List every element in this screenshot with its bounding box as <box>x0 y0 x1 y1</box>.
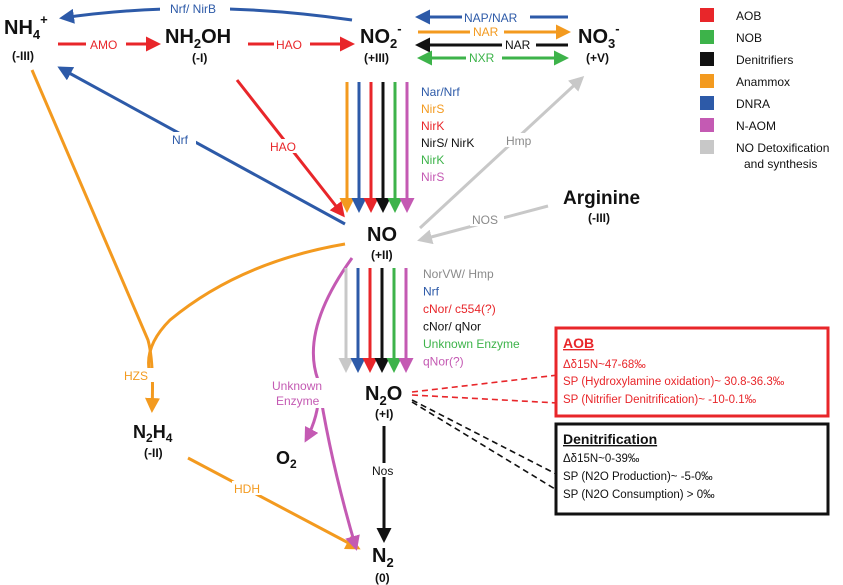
label-nrf-nirb: Nrf/ NirB <box>170 2 216 16</box>
label-nrf-diag: Nrf <box>172 133 189 147</box>
arrow-anammox-no-n2h4 <box>147 242 346 381</box>
label-no2-no-4: NirK <box>421 153 444 167</box>
species-no2: NO2- (+III) <box>360 21 402 65</box>
aob-box: AOB Δδ15N~47-68‰ SP (Hydroxylamine oxida… <box>554 326 830 418</box>
svg-text:NO2-: NO2- <box>360 21 402 51</box>
legend-label-3: Anammox <box>736 75 790 89</box>
legend-label-1: NOB <box>736 31 762 45</box>
species-nh2oh: NH2OH (-I) <box>165 26 231 65</box>
label-unknown-enzyme-2: Enzyme <box>276 394 320 408</box>
ox-state-arginine: (-III) <box>588 211 610 225</box>
legend-swatch-5 <box>700 118 714 132</box>
svg-text:NO: NO <box>367 224 397 246</box>
ox-state-n2o: (+I) <box>375 407 393 421</box>
label-no-n2o-4: Unknown Enzyme <box>423 337 520 351</box>
label-no-n2o-3: cNor/ qNor <box>423 320 481 334</box>
label-nar-orange: NAR <box>473 25 499 39</box>
label-hao-diag: HAO <box>270 140 296 154</box>
legend-swatch-0 <box>700 8 714 22</box>
species-n2o: N2O (+I) <box>365 383 402 421</box>
legend-label-0: AOB <box>736 9 761 23</box>
legend-label-6: NO Detoxification <box>736 141 829 155</box>
svg-text:NH2OH: NH2OH <box>165 26 231 51</box>
label-no-n2o-1: Nrf <box>423 285 440 299</box>
species-n2: N2 (0) <box>372 545 394 585</box>
ox-state-nh2oh: (-I) <box>192 51 207 65</box>
label-no-n2o-0: NorVW/ Hmp <box>423 267 494 281</box>
label-no-n2o-2: cNor/ c554(?) <box>423 302 496 316</box>
parallel-arrows-no-n2o <box>338 268 414 373</box>
denit-box-title: Denitrification <box>563 431 657 447</box>
aob-box-line-2: SP (Hydroxylamine oxidation)~ 30.8-36.3‰ <box>563 376 785 388</box>
label-no2-no-0: Nar/Nrf <box>421 85 460 99</box>
label-hao-top: HAO <box>276 38 302 52</box>
ox-state-no3: (+V) <box>586 51 609 65</box>
legend-swatch-2 <box>700 52 714 66</box>
label-hdh: HDH <box>234 482 260 496</box>
label-nxr: NXR <box>469 51 495 65</box>
ox-state-no: (+II) <box>371 248 393 262</box>
legend-swatch-4 <box>700 96 714 110</box>
svg-text:Arginine: Arginine <box>563 188 640 209</box>
denit-box-line-1: Δδ15N~0-39‰ <box>563 453 640 465</box>
legend-label-2: Denitrifiers <box>736 53 793 67</box>
denit-box-line-3: SP (N2O Consumption) > 0‰ <box>563 489 715 501</box>
parallel-arrows-no2-no <box>339 82 415 213</box>
svg-text:N2H4: N2H4 <box>133 422 173 445</box>
species-no3: NO3- (+V) <box>578 21 620 65</box>
label-nar-black: NAR <box>505 38 531 52</box>
denit-box-line-2: SP (N2O Production)~ -5-0‰ <box>563 471 713 483</box>
label-hzs: HZS <box>124 369 148 383</box>
label-unknown-enzyme-1: Unknown <box>272 379 322 393</box>
legend-swatch-1 <box>700 30 714 44</box>
svg-text:NH4+: NH4+ <box>4 12 48 42</box>
label-amo: AMO <box>90 38 117 52</box>
aob-box-line-1: Δδ15N~47-68‰ <box>563 359 646 371</box>
dash-denit-1 <box>411 399 561 477</box>
ox-state-nh4: (-III) <box>12 49 34 63</box>
svg-text:O2: O2 <box>276 448 297 471</box>
legend-label-6-line2: and synthesis <box>744 157 817 171</box>
ox-state-no2: (+III) <box>364 51 389 65</box>
label-no2-no-3: NirS/ NirK <box>421 136 474 150</box>
arrow-hdh <box>187 456 361 550</box>
label-no2-no-5: NirS <box>421 170 444 184</box>
arrow-anammox-nh4-n2h4 <box>30 69 160 413</box>
species-nh4: NH4+ (-III) <box>4 12 48 63</box>
label-no-n2o-5: qNor(?) <box>423 355 464 369</box>
dash-aob-1 <box>411 374 559 393</box>
denitrification-box: Denitrification Δδ15N~0-39‰ SP (N2O Prod… <box>554 422 830 516</box>
label-no2-no-2: NirK <box>421 119 444 133</box>
label-hmp: Hmp <box>506 134 532 148</box>
svg-text:NO3-: NO3- <box>578 21 620 51</box>
species-o2: O2 <box>276 448 297 471</box>
species-no: NO (+II) <box>367 224 397 262</box>
svg-text:N2: N2 <box>372 545 394 570</box>
species-arginine: Arginine (-III) <box>563 188 640 225</box>
dash-aob-2 <box>411 394 559 404</box>
svg-text:N2O: N2O <box>365 383 402 408</box>
label-nos-black: Nos <box>372 464 393 478</box>
legend-swatch-3 <box>700 74 714 88</box>
arrow-nrf-diag <box>57 66 346 226</box>
legend-label-4: DNRA <box>736 97 770 111</box>
ox-state-n2: (0) <box>375 571 390 585</box>
legend-label-5: N-AOM <box>736 119 776 133</box>
label-nap-nar: NAP/NAR <box>464 11 518 25</box>
ox-state-n2h4: (-II) <box>144 446 163 460</box>
aob-box-line-3: SP (Nitrifier Denitrification)~ -10-0.1‰ <box>563 394 757 406</box>
legend-swatch-6 <box>700 140 714 154</box>
aob-box-title: AOB <box>563 335 594 351</box>
label-no2-no-1: NirS <box>421 102 444 116</box>
dash-denit-2 <box>411 401 561 493</box>
label-nos-gray: NOS <box>472 213 498 227</box>
species-n2h4: N2H4 (-II) <box>133 422 173 460</box>
arrow-naom-no-o2 <box>304 257 354 443</box>
arrow-hmp <box>418 75 585 230</box>
